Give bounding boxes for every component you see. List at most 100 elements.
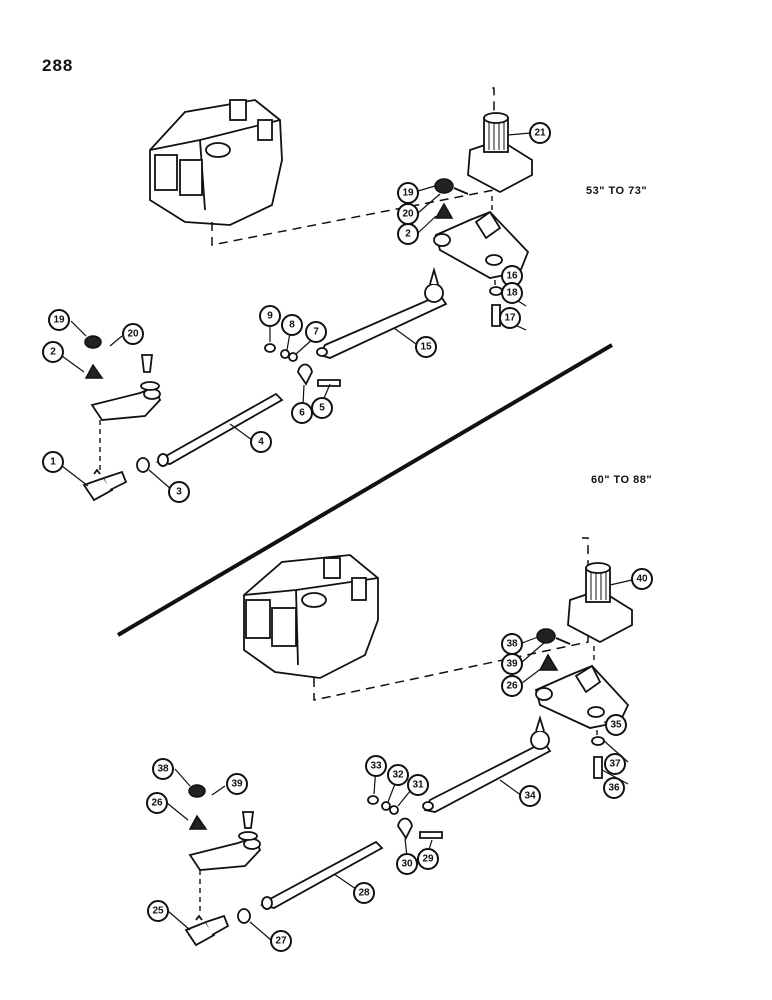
callout-top-0: 1 bbox=[42, 451, 64, 473]
callout-top-13: 2 bbox=[397, 223, 419, 245]
callout-label: 37 bbox=[609, 759, 621, 770]
range-label-top: 53" TO 73" bbox=[586, 185, 648, 197]
callout-label: 2 bbox=[405, 229, 411, 240]
pitman-arm-bottom bbox=[188, 835, 262, 871]
pitman-arm-top bbox=[90, 385, 162, 421]
callout-top-18: 20 bbox=[122, 323, 144, 345]
callout-bottom-6: 31 bbox=[407, 774, 429, 796]
callout-label: 16 bbox=[506, 271, 518, 282]
pitman-arm-bracket-top bbox=[433, 210, 530, 279]
callout-label: 28 bbox=[358, 888, 370, 899]
callout-label: 9 bbox=[267, 311, 273, 322]
washer-bottom bbox=[238, 831, 258, 841]
lock-washer-18 bbox=[489, 286, 503, 296]
callout-top-11: 17 bbox=[499, 307, 521, 329]
callout-top-7: 8 bbox=[281, 314, 303, 336]
callout-top-16: 21 bbox=[529, 122, 551, 144]
page-number: 288 bbox=[42, 56, 74, 75]
callout-label: 15 bbox=[420, 342, 432, 353]
steering-gear-housing-top bbox=[149, 99, 283, 226]
callout-bottom-1: 26 bbox=[146, 792, 168, 814]
callout-label: 8 bbox=[289, 320, 295, 331]
callout-label: 18 bbox=[506, 288, 518, 299]
callout-bottom-2: 27 bbox=[270, 930, 292, 952]
callout-label: 25 bbox=[152, 906, 164, 917]
clamp-6 bbox=[297, 363, 313, 386]
sector-shaft-housing-top bbox=[467, 112, 533, 194]
callout-label: 34 bbox=[524, 791, 536, 802]
callout-label: 6 bbox=[299, 408, 305, 419]
lock-washer-37 bbox=[591, 736, 605, 746]
callout-bottom-10: 35 bbox=[605, 714, 627, 736]
callout-label: 33 bbox=[370, 761, 382, 772]
callout-bottom-14: 38 bbox=[501, 633, 523, 655]
callout-label: 2 bbox=[50, 347, 56, 358]
callout-label: 1 bbox=[50, 457, 56, 468]
range-label-bottom: 60" TO 88" bbox=[591, 474, 653, 486]
callout-top-1: 2 bbox=[42, 341, 64, 363]
callout-label: 19 bbox=[53, 315, 65, 326]
sector-shaft-housing-bottom bbox=[567, 562, 633, 644]
washer-31 bbox=[389, 805, 399, 815]
callout-label: 19 bbox=[402, 188, 414, 199]
tie-rod-28 bbox=[259, 840, 384, 910]
callout-label: 26 bbox=[506, 681, 518, 692]
clamp-27 bbox=[237, 908, 251, 924]
callout-label: 4 bbox=[258, 437, 264, 448]
callout-label: 31 bbox=[412, 780, 424, 791]
callout-label: 7 bbox=[313, 327, 319, 338]
callout-label: 32 bbox=[392, 770, 404, 781]
callout-top-3: 4 bbox=[250, 431, 272, 453]
section-divider bbox=[116, 343, 614, 637]
nut-38 bbox=[536, 628, 556, 644]
callout-label: 3 bbox=[176, 487, 182, 498]
callout-bottom-8: 33 bbox=[365, 755, 387, 777]
tie-rod-4 bbox=[155, 392, 284, 467]
clamp-30 bbox=[397, 817, 413, 840]
callout-label: 17 bbox=[504, 313, 516, 324]
callout-bottom-3: 28 bbox=[353, 882, 375, 904]
dust-cap-2 bbox=[434, 202, 454, 219]
drag-link-15 bbox=[316, 266, 448, 359]
callout-top-6: 7 bbox=[305, 321, 327, 343]
callout-bottom-12: 37 bbox=[604, 753, 626, 775]
callout-top-8: 9 bbox=[259, 305, 281, 327]
callout-label: 20 bbox=[402, 209, 414, 220]
stud-top bbox=[140, 354, 154, 373]
nut-33 bbox=[367, 795, 379, 805]
washer-8 bbox=[280, 349, 290, 359]
bolt-36 bbox=[593, 756, 603, 779]
pitman-arm-bracket-bottom bbox=[534, 664, 630, 729]
bolt-17 bbox=[491, 304, 501, 327]
clamp-3 bbox=[136, 457, 150, 473]
callout-top-17: 19 bbox=[48, 309, 70, 331]
callout-label: 27 bbox=[275, 936, 287, 947]
nut-38b bbox=[188, 784, 206, 798]
callout-top-12: 18 bbox=[501, 282, 523, 304]
leader-lines bbox=[61, 132, 633, 941]
washer-top bbox=[140, 381, 160, 391]
callout-top-5: 6 bbox=[291, 402, 313, 424]
steering-gear-housing-bottom bbox=[243, 554, 379, 679]
callout-label: 26 bbox=[151, 798, 163, 809]
drag-link-34 bbox=[422, 714, 552, 813]
washer-32 bbox=[381, 801, 391, 811]
callout-bottom-18: 39 bbox=[226, 773, 248, 795]
nut-19 bbox=[434, 178, 454, 194]
nut-9 bbox=[264, 343, 276, 353]
callout-bottom-13: 26 bbox=[501, 675, 523, 697]
callout-label: 36 bbox=[608, 783, 620, 794]
callout-label: 21 bbox=[534, 128, 546, 139]
tie-rod-end-25 bbox=[184, 914, 230, 947]
callout-label: 5 bbox=[319, 403, 325, 414]
callout-top-2: 3 bbox=[168, 481, 190, 503]
callout-bottom-17: 38 bbox=[152, 758, 174, 780]
dust-cap-26 bbox=[538, 653, 559, 671]
callout-bottom-9: 34 bbox=[519, 785, 541, 807]
bolt-29 bbox=[419, 831, 443, 839]
callout-label: 40 bbox=[636, 574, 648, 585]
stud-bottom bbox=[241, 811, 255, 829]
callout-bottom-0: 25 bbox=[147, 900, 169, 922]
callout-label: 38 bbox=[157, 764, 169, 775]
